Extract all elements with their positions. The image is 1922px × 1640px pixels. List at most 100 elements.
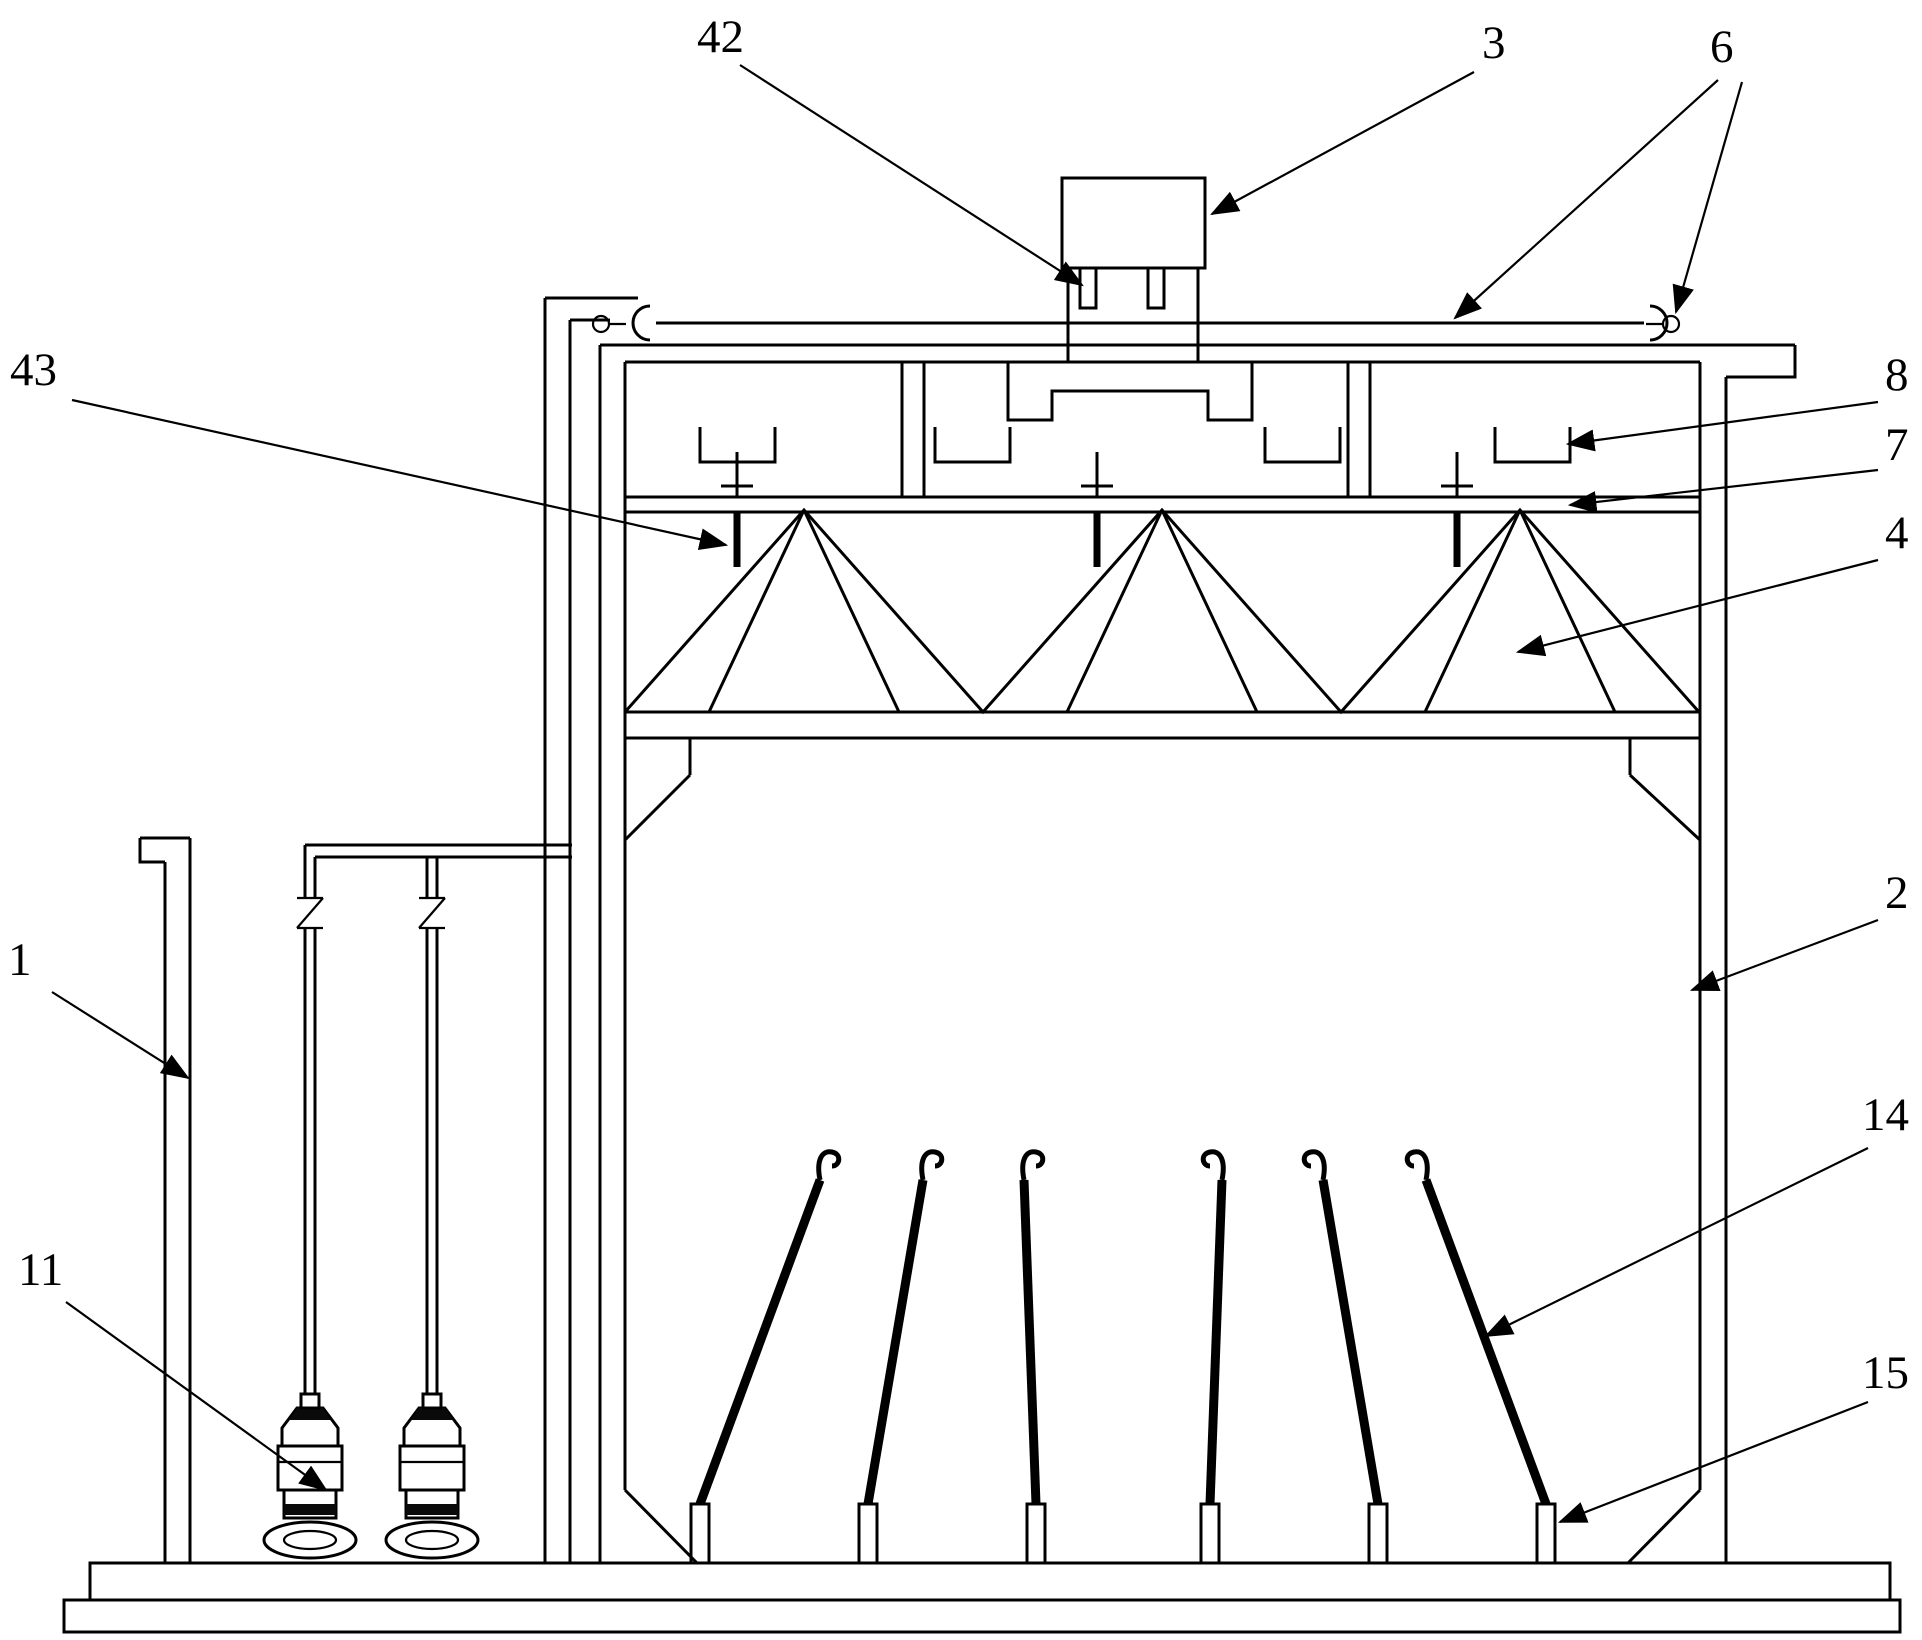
tap-cross-left (721, 452, 753, 497)
right-hook-icon (1649, 304, 1669, 342)
drive-box (1060, 176, 1207, 270)
top-hanger-rail (591, 304, 1681, 342)
pump-header-pipe (305, 843, 572, 859)
annotation-6: 6 (1453, 21, 1744, 320)
submersible-pump (384, 1392, 480, 1560)
settler-triangle-pack (623, 507, 1701, 740)
trough (1493, 427, 1572, 464)
tank-top-right-lip (1726, 345, 1797, 379)
leader-4 (1515, 558, 1879, 657)
rod-hook-icon (1404, 1149, 1430, 1181)
flex-joint-icon (418, 896, 446, 930)
rod-unit-3 (1019, 1149, 1047, 1565)
feed-duct (543, 296, 638, 1563)
riser-pipe-lower (303, 928, 317, 1394)
annotation-4: 4 (1515, 507, 1909, 657)
pump-unit-right (384, 857, 480, 1560)
leader-8 (1565, 400, 1879, 452)
tap-cross-right (1441, 452, 1473, 497)
annotation-14: 14 (1484, 1089, 1909, 1337)
rod-base (1535, 1502, 1557, 1565)
leader-43 (71, 398, 729, 551)
leader-6a (1453, 79, 1719, 320)
rod-base (1367, 1502, 1389, 1565)
zigzag-plates (623, 507, 1701, 715)
annotation-15: 15 (1557, 1347, 1909, 1524)
annotation-43: 43 (10, 344, 729, 551)
leader-7 (1567, 468, 1879, 513)
cell-partitions (900, 362, 1372, 497)
tap-cross-middle (1081, 452, 1113, 497)
annotation-11: 11 (18, 1244, 328, 1492)
riser-pipe-upper (303, 845, 317, 898)
label-11: 11 (18, 1244, 63, 1296)
left-hook-icon (631, 304, 651, 342)
label-15: 15 (1862, 1347, 1909, 1399)
label-14: 14 (1862, 1089, 1909, 1141)
label-4: 4 (1885, 507, 1909, 559)
rod-unit-4 (1199, 1149, 1227, 1565)
rod-unit-1 (689, 1149, 842, 1565)
leader-6b (1672, 81, 1744, 315)
partition-right (1346, 362, 1372, 497)
annotation-1: 1 (8, 934, 190, 1080)
leader-2 (1689, 918, 1879, 992)
base-plate-upper (88, 1561, 1892, 1602)
rod-hook-icon (1020, 1149, 1046, 1181)
inner-plates-middle (1065, 509, 1259, 713)
bottom-chamfer-right (1626, 1488, 1702, 1565)
rod-bar (863, 1179, 928, 1505)
rod-bar (1421, 1178, 1551, 1506)
trough (933, 427, 1012, 464)
rod-hook-icon (1301, 1149, 1327, 1181)
left-eyelet-icon (591, 314, 611, 334)
rod-base (857, 1502, 879, 1565)
rod-hook-icon (816, 1149, 842, 1181)
label-42: 42 (697, 11, 744, 63)
drive-box-assembly (1006, 176, 1254, 422)
annotation-3: 3 (1210, 17, 1506, 216)
submersible-pump (262, 1392, 358, 1560)
rod-base (1025, 1502, 1047, 1565)
leader-15 (1557, 1400, 1869, 1524)
inner-plates-right (1423, 509, 1617, 713)
annotation-42: 42 (697, 11, 1084, 287)
top-chamfer-left (623, 773, 692, 842)
rod-base (1199, 1502, 1221, 1565)
main-tank-shell (598, 343, 1797, 1563)
label-7: 7 (1885, 419, 1909, 471)
top-chamfer-right (1628, 773, 1702, 842)
pump-tank (138, 836, 192, 1563)
label-1: 1 (8, 934, 32, 986)
rod-bar (1318, 1179, 1383, 1505)
inner-plates-left (707, 509, 901, 713)
annotation-2: 2 (1689, 867, 1909, 992)
riser-pipe-upper (425, 857, 439, 898)
label-8: 8 (1885, 349, 1909, 401)
leader-11 (65, 1301, 328, 1492)
partition-left (900, 362, 926, 497)
label-2: 2 (1885, 867, 1909, 919)
rod-bar (1019, 1179, 1041, 1505)
pump-unit-left (262, 845, 358, 1560)
nozzle-left (1078, 266, 1098, 310)
riser-pipe-lower (425, 928, 439, 1394)
chamber-profile (623, 738, 1702, 1565)
bottom-chamfer-left (623, 1488, 699, 1565)
annotation-7: 7 (1567, 419, 1909, 513)
rod-hook-icon (919, 1149, 945, 1181)
collection-troughs (698, 427, 1572, 464)
right-eyelet-icon (1661, 314, 1681, 334)
label-43: 43 (10, 344, 57, 396)
rod-unit-6 (1404, 1149, 1557, 1565)
leader-42 (739, 64, 1084, 287)
rod-unit-5 (1301, 1149, 1389, 1565)
leader-14 (1484, 1147, 1869, 1337)
leader-3 (1210, 71, 1475, 216)
annotation-8: 8 (1565, 349, 1909, 452)
base-plate-lower (62, 1598, 1902, 1634)
rod-bar (1205, 1179, 1227, 1505)
nozzle-right (1146, 266, 1166, 310)
